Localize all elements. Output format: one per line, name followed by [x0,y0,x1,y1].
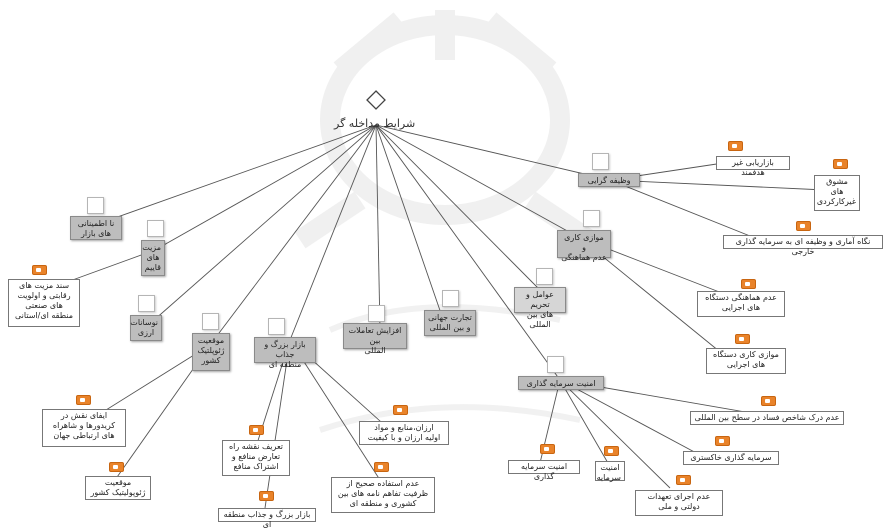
orange-tag-icon[interactable] [833,159,848,169]
empty-checkbox-icon[interactable] [138,295,155,312]
empty-checkbox-icon[interactable] [147,220,164,237]
node-afzayesh[interactable]: افزایش تعاملات بین المللی [343,323,407,355]
leaf-khakestari[interactable]: سرمایه گذاری خاکستری [683,451,779,465]
root-node-label[interactable]: شرایط مداخله گر [334,117,416,130]
empty-checkbox-icon[interactable] [268,318,285,335]
leaf-ifa[interactable]: ایفای نقش در کریدورها و شاهراه های ارتبا… [42,409,126,447]
orange-tag-icon[interactable] [76,395,91,405]
orange-tag-icon[interactable] [249,425,264,435]
empty-checkbox-icon[interactable] [442,290,459,307]
leaf-bazarbozorg[interactable]: بازار بزرگ و جذاب منطقه ای [218,508,316,529]
node-mazit[interactable]: مزیت های قاییم [141,240,165,276]
leaf-adamdark[interactable]: عدم درک شاخص فساد در سطح بین المللی [690,411,844,425]
leaf-arzani[interactable]: ارزان،منابع و مواد اولیه ارزان و با کیفی… [359,421,449,445]
orange-tag-icon[interactable] [761,396,776,406]
empty-checkbox-icon[interactable] [368,305,385,322]
orange-tag-icon[interactable] [32,265,47,275]
orange-tag-icon[interactable] [796,221,811,231]
leaf-negah[interactable]: نگاه آماری و وظیفه ای به سرمایه گذاری خا… [723,235,883,256]
leaf-adamhamahangi[interactable]: عدم هماهنگی دستگاه های اجرایی [697,291,785,317]
node-vazife[interactable]: وظیفه گرایی [578,173,640,187]
orange-tag-icon[interactable] [259,491,274,501]
leaf-amniat-child[interactable]: امنیت سرمایه [595,461,625,482]
leaf-movazikari[interactable]: موازی کاری دستگاه های اجرایی [706,348,786,374]
leaf-bazaryabi[interactable]: بازاریابی غیر هدفمند [716,156,790,177]
orange-tag-icon[interactable] [540,444,555,454]
node-bazar[interactable]: بازار بزرگ و جذاب منطقه ای [254,337,316,369]
node-mogheiat[interactable]: موقعیت ژئوپلتیک کشور [192,333,230,371]
leaf-mogheiat[interactable]: موقعیت ژئوپولیتیک کشور [85,476,151,500]
leaf-tahadot[interactable]: عدم اجرای تعهدات دولتی و ملی [635,490,723,516]
orange-tag-icon[interactable] [741,279,756,289]
orange-tag-icon[interactable] [374,462,389,472]
empty-checkbox-icon[interactable] [547,356,564,373]
orange-tag-icon[interactable] [735,334,750,344]
node-movazi[interactable]: موازی کاری و عدم هماهنگی [557,230,611,262]
orange-tag-icon[interactable] [728,141,743,151]
node-tejarat[interactable]: تجارت جهانی و بین المللی [424,310,476,336]
empty-checkbox-icon[interactable] [202,313,219,330]
node-amniat[interactable]: امنیت سرمایه گذاری [518,376,604,390]
orange-tag-icon[interactable] [109,462,124,472]
empty-checkbox-icon[interactable] [536,268,553,285]
node-nosanat[interactable]: نوسانات ارزی [130,315,162,341]
leaf-amniat-gozari[interactable]: امنیت سرمایه گذاری [508,460,580,481]
leaf-mashkuk[interactable]: مشوق های غیرکارکردی [814,175,860,211]
leaf-tarif[interactable]: تعریف نقشه راه تعارض منافع و اشتراک مناف… [222,440,290,476]
orange-tag-icon[interactable] [393,405,408,415]
orange-tag-icon[interactable] [715,436,730,446]
empty-checkbox-icon[interactable] [592,153,609,170]
orange-tag-icon[interactable] [604,446,619,456]
node-naetminani[interactable]: نا اطمینانی های بازار [70,216,122,240]
leaf-estefade[interactable]: عدم استفاده صحیح از ظرفیت تفاهم نامه های… [331,477,435,513]
empty-checkbox-icon[interactable] [583,210,600,227]
diamond-icon [366,90,386,110]
leaf-sanad[interactable]: سند مزیت های رقابتی و اولویت های صنعتی م… [8,279,80,327]
node-avamel[interactable]: عوامل و تحریم های بین المللی [514,287,566,329]
empty-checkbox-icon[interactable] [87,197,104,214]
orange-tag-icon[interactable] [676,475,691,485]
